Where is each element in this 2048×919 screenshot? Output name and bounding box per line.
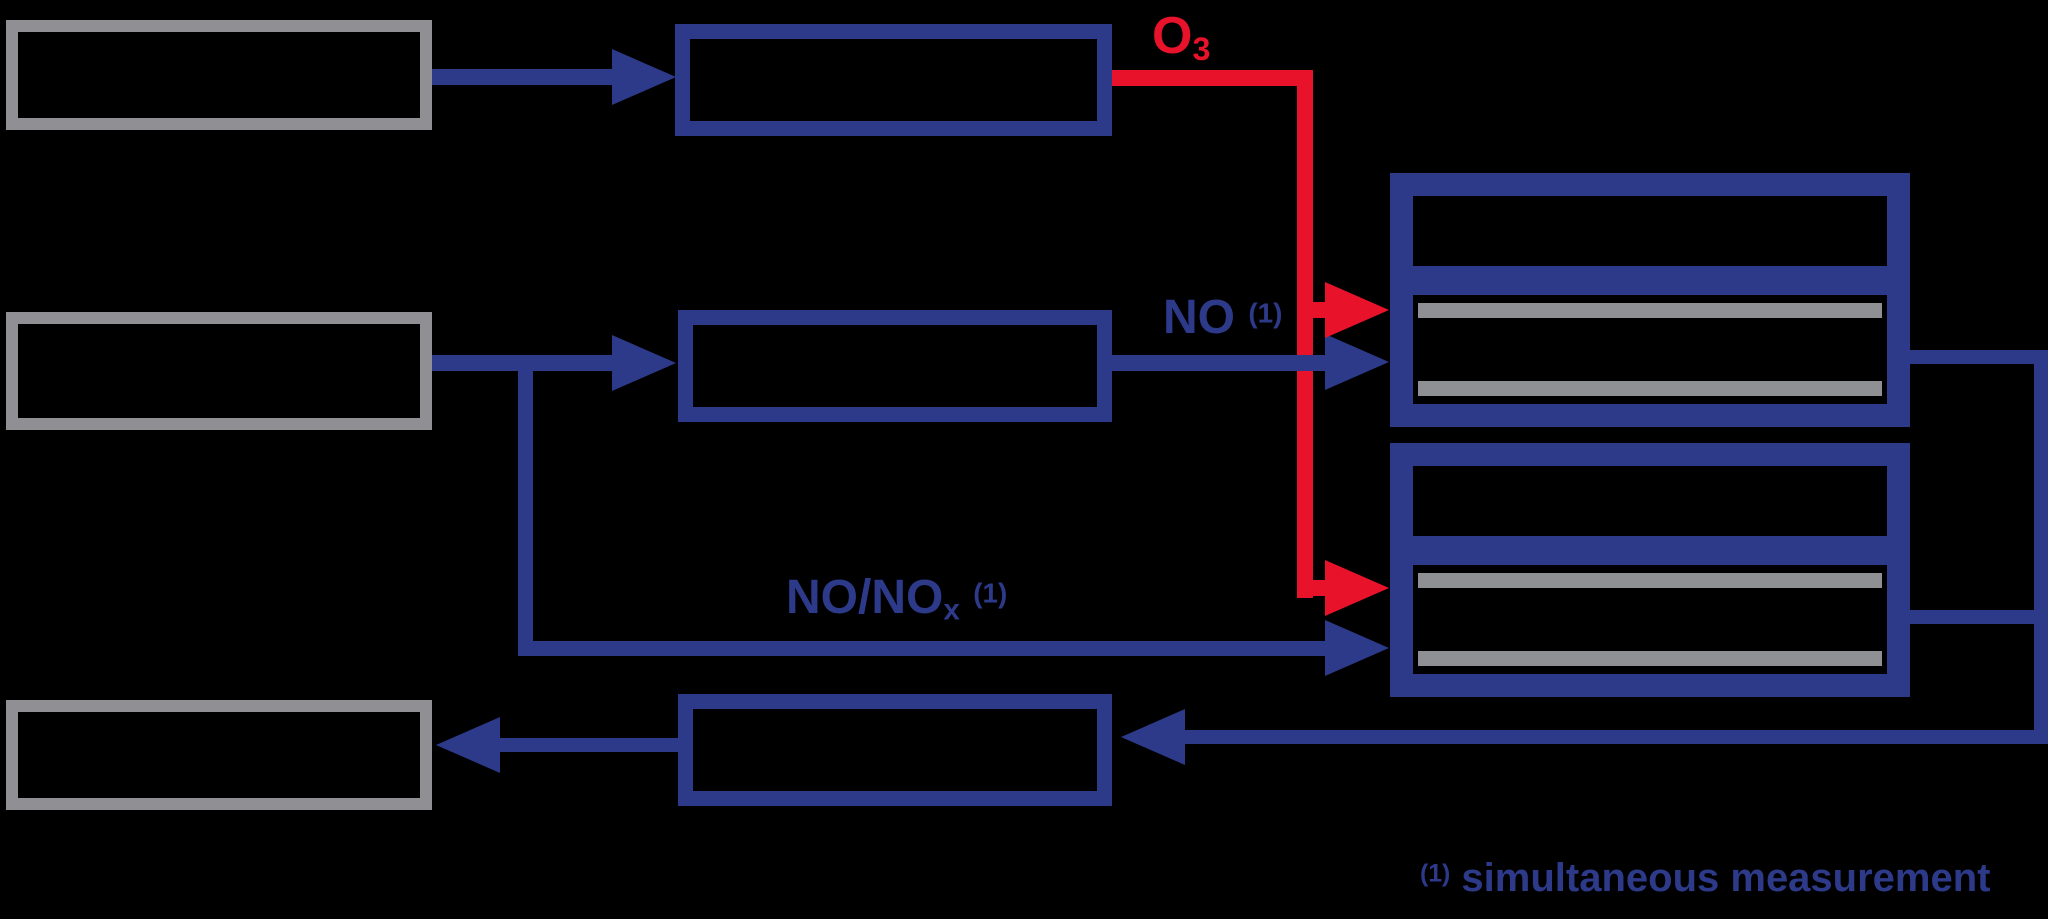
o3-arrowhead-upper xyxy=(1325,282,1389,338)
o3-stub-upper xyxy=(1313,302,1327,318)
nonox-label: NO/NOx (1) xyxy=(786,574,1007,625)
arrow-top-head xyxy=(612,49,676,105)
gray-node-bottom xyxy=(6,700,432,810)
gray-node-top xyxy=(6,20,432,130)
nonox-label-text: NO/NO xyxy=(786,571,944,624)
blue-node-top xyxy=(675,24,1112,136)
blue-node-middle xyxy=(678,310,1112,422)
o3-arrowhead-lower xyxy=(1325,560,1389,616)
analyzer-upper-divider xyxy=(1390,273,1910,288)
blue-node-bottom xyxy=(678,694,1112,806)
analyzer-upper-top-panel xyxy=(1406,189,1894,273)
nonox-label-superscript: (1) xyxy=(973,577,1008,609)
footnote: (1) simultaneous measurement xyxy=(1420,858,1991,898)
no-arrow-line xyxy=(1112,355,1326,371)
o3-line-vertical xyxy=(1297,70,1313,598)
group-upper-connector xyxy=(1910,350,2040,364)
nonox-branch-vertical xyxy=(518,355,533,655)
o3-label-text: O xyxy=(1152,7,1193,65)
footnote-text: simultaneous measurement xyxy=(1450,856,1991,900)
analyzer-group-upper xyxy=(1390,173,1910,427)
arrow-top-line xyxy=(432,69,614,85)
footnote-superscript: (1) xyxy=(1420,860,1451,888)
gray-node-middle xyxy=(6,312,432,430)
no-arrow-head xyxy=(1325,334,1389,390)
no-label: NO (1) xyxy=(1163,294,1282,342)
nonox-label-subscript: x xyxy=(943,593,960,627)
bottom-arrow-head xyxy=(436,717,500,773)
group-lower-connector xyxy=(1910,610,2040,624)
o3-line-horizontal xyxy=(1112,70,1313,86)
o3-label: O3 xyxy=(1152,10,1210,65)
gray-bar-bottom xyxy=(1418,381,1882,396)
gray-bar-top xyxy=(1418,303,1882,318)
gray-bar-top xyxy=(1418,573,1882,588)
analyzer-lower-top-panel xyxy=(1406,459,1894,543)
arrow-middle-head xyxy=(612,335,676,391)
bottom-arrow-line xyxy=(498,738,678,752)
right-vertical-connector xyxy=(2034,350,2048,744)
gray-bar-bottom xyxy=(1418,651,1882,666)
analyzer-group-lower xyxy=(1390,443,1910,697)
o3-label-subscript: 3 xyxy=(1192,31,1211,68)
analyzer-lower-divider xyxy=(1390,543,1910,558)
o3-stub-lower xyxy=(1313,580,1327,596)
nonox-branch-horizontal xyxy=(518,641,1326,656)
no-label-superscript: (1) xyxy=(1248,297,1283,329)
return-line xyxy=(1185,730,2048,744)
analyzer-lower-bottom-panel xyxy=(1406,558,1894,681)
analyzer-upper-bottom-panel xyxy=(1406,288,1894,411)
nonox-arrow-head xyxy=(1325,620,1389,676)
return-arrow-head xyxy=(1121,709,1185,765)
no-label-text: NO xyxy=(1163,291,1235,344)
